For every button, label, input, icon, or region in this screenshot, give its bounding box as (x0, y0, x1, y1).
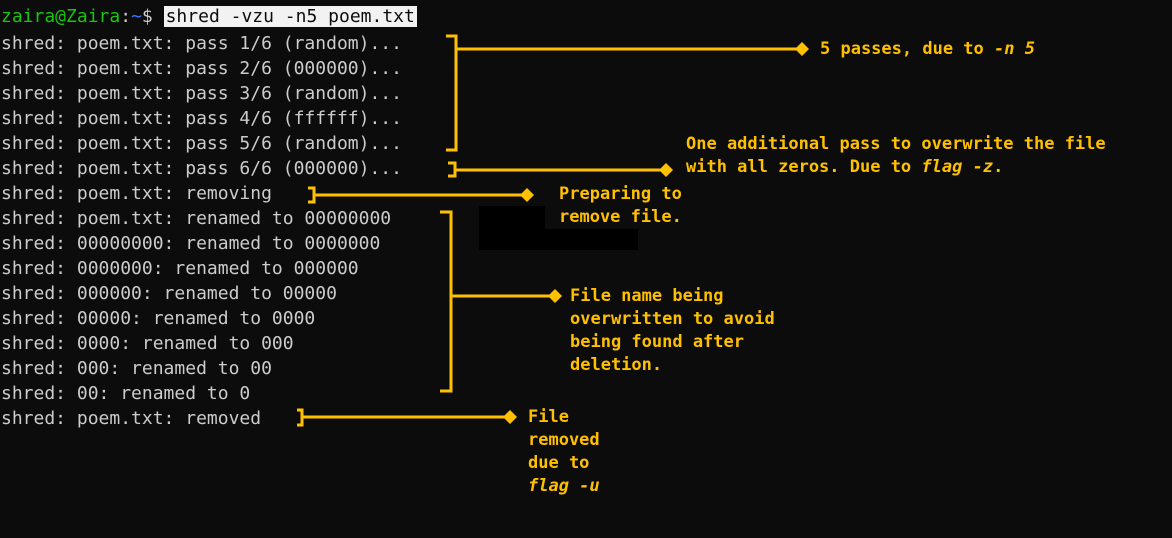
annotation-removing: Preparing to remove file. (559, 183, 682, 229)
output-line: shred: poem.txt: pass 6/6 (000000)... (1, 158, 402, 179)
output-line: shred: poem.txt: pass 5/6 (random)... (1, 133, 402, 154)
annotation-italic: -n 5 (994, 39, 1035, 59)
output-line: shred: 000: renamed to 00 (1, 358, 272, 379)
prompt-separator: : (120, 6, 132, 27)
output-line: shred: poem.txt: pass 3/6 (random)... (1, 83, 402, 104)
redaction-block (479, 229, 638, 250)
annotation-text: File name being (570, 286, 724, 306)
annotation-renaming: File name being overwritten to avoid being… (570, 285, 775, 377)
annotation-text: removed (528, 430, 600, 450)
annotation-text: overwritten to avoid (570, 309, 775, 329)
output-line: shred: 0000: renamed to 000 (1, 333, 294, 354)
annotation-passes: 5 passes, due to -n 5 (820, 38, 1035, 61)
output-line: shred: poem.txt: removing (1, 183, 272, 204)
annotation-italic: flag -z (921, 157, 994, 177)
prompt-symbol: $ (141, 6, 164, 27)
command-text[interactable]: shred -vzu -n5 poem.txt (163, 6, 417, 27)
prompt-user: zaira@Zaira (1, 6, 121, 27)
annotation-text: with all zeros. Due to (686, 157, 922, 177)
annotation-text-line: with all zeros. Due to flag -z. (686, 156, 1106, 179)
annotation-text: due to (528, 453, 590, 473)
redaction-block (479, 206, 545, 229)
annotation-text: . (993, 157, 1004, 177)
annotation-text: 5 passes, due to (820, 39, 994, 59)
output-line: shred: 000000: renamed to 00000 (1, 283, 337, 304)
output-line: shred: 00000: renamed to 0000 (1, 308, 316, 329)
prompt-path: ~ (131, 6, 142, 27)
annotation-text: File (528, 407, 569, 427)
output-line: shred: 0000000: renamed to 000000 (1, 258, 359, 279)
annotation-italic: flag -u (528, 476, 600, 496)
output-line: shred: 00000000: renamed to 0000000 (1, 233, 381, 254)
output-line: shred: poem.txt: pass 2/6 (000000)... (1, 58, 402, 79)
output-line: shred: poem.txt: removed (1, 408, 262, 429)
prompt-line: zaira@Zaira:~$ shred -vzu -n5 poem.txt (1, 4, 417, 29)
annotation-text: Preparing to (559, 184, 682, 204)
annotation-text: One additional pass to overwrite the fil… (686, 134, 1106, 154)
output-line: shred: poem.txt: renamed to 00000000 (1, 208, 392, 229)
output-line: shred: poem.txt: pass 4/6 (ffffff)... (1, 108, 402, 129)
annotation-text: remove file. (559, 207, 682, 227)
annotation-zero-pass: One additional pass to overwrite the fil… (686, 133, 1106, 179)
annotation-text: being found after (570, 332, 744, 352)
output-line: shred: 00: renamed to 0 (1, 383, 251, 404)
output-line: shred: poem.txt: pass 1/6 (random)... (1, 33, 402, 54)
annotation-text: deletion. (570, 355, 663, 375)
annotation-removed: File removed due to flag -u (528, 406, 600, 498)
